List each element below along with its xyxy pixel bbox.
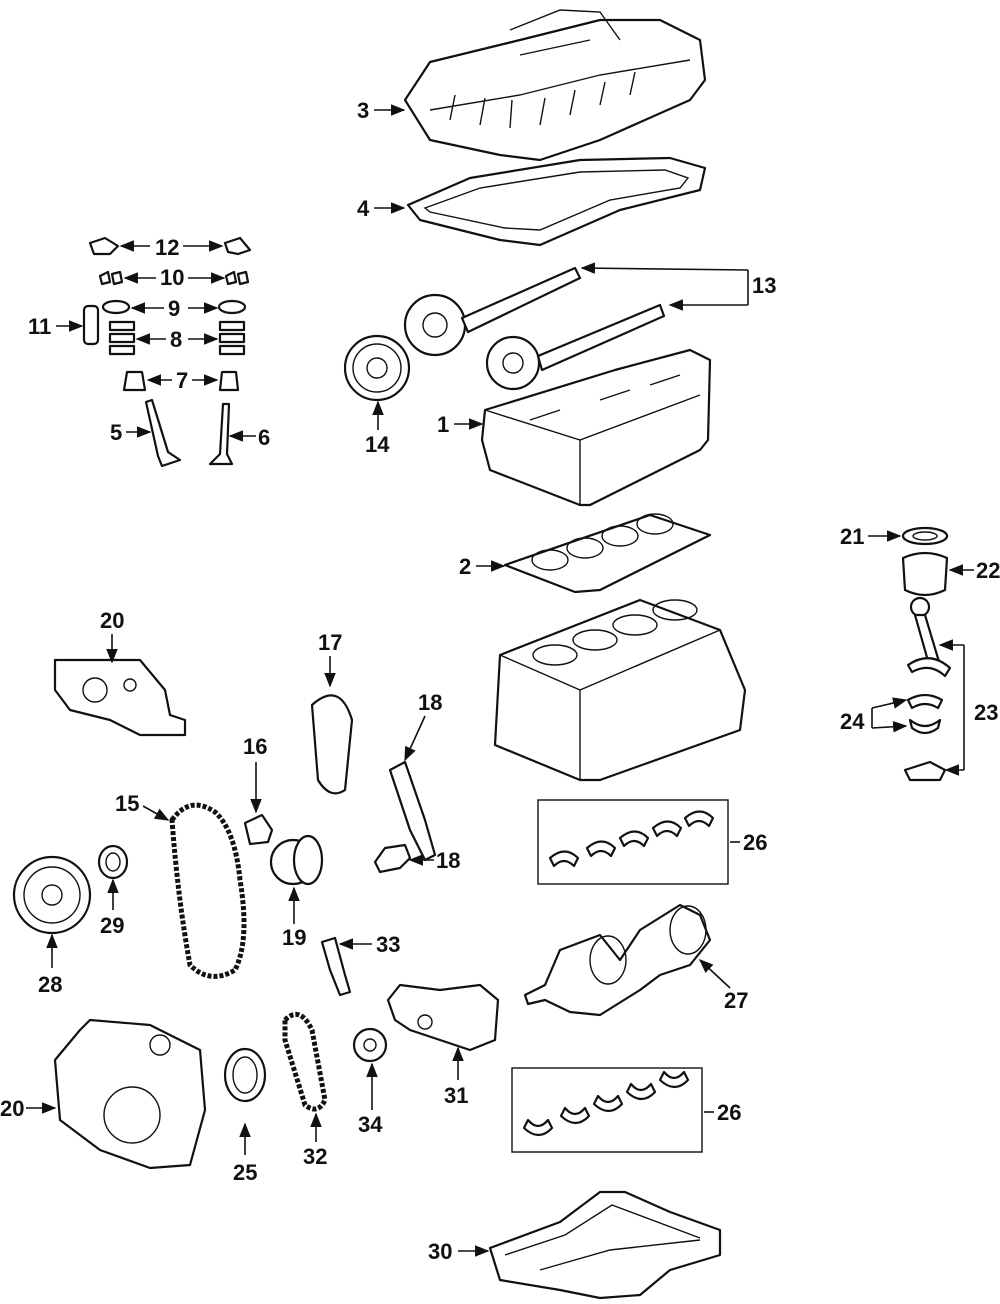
part-spring-retainers[interactable] (101, 299, 247, 315)
callout-2: 2 (459, 554, 471, 579)
part-oil-pump[interactable] (386, 983, 500, 1052)
part-camshafts[interactable] (403, 266, 666, 391)
part-front-seal[interactable] (97, 844, 129, 880)
part-head-gasket[interactable] (503, 513, 712, 594)
callout-3: 3 (357, 98, 369, 123)
callout-18-lower: 18 (436, 848, 460, 873)
part-cover-seal[interactable] (223, 1047, 267, 1103)
callout-25: 25 (233, 1160, 257, 1185)
part-valve-keepers[interactable] (98, 270, 250, 286)
part-connecting-rod[interactable] (903, 596, 952, 782)
part-piston-rings[interactable] (901, 526, 949, 546)
part-crankshaft-pulley[interactable] (12, 855, 92, 935)
part-oil-pump-chain[interactable] (282, 1011, 328, 1112)
part-timing-guide-upper[interactable] (388, 760, 437, 862)
callout-26-upper: 26 (743, 830, 767, 855)
part-front-cover[interactable] (53, 1018, 207, 1170)
callout-26-lower: 26 (717, 1100, 741, 1125)
callout-6: 6 (258, 425, 270, 450)
part-intake-valve[interactable] (144, 398, 182, 468)
callout-32: 32 (303, 1144, 327, 1169)
part-chain-guide[interactable] (310, 694, 354, 795)
callout-14: 14 (365, 432, 390, 457)
callout-1: 1 (437, 412, 449, 437)
part-timing-guide-lower[interactable] (373, 843, 412, 874)
callout-8: 8 (170, 327, 182, 352)
callout-31: 31 (444, 1083, 468, 1108)
callout-19: 19 (282, 925, 306, 950)
callout-23: 23 (974, 700, 998, 725)
part-lash-adjuster[interactable] (82, 304, 100, 346)
callout-28: 28 (38, 972, 62, 997)
part-cam-sprocket[interactable] (343, 334, 411, 402)
callout-24: 24 (840, 709, 865, 734)
bearing-box-upper (537, 799, 729, 885)
part-cylinder-head[interactable] (480, 348, 712, 507)
callout-5: 5 (110, 420, 122, 445)
callout-17: 17 (318, 630, 342, 655)
callout-20-bottom: 20 (0, 1096, 24, 1121)
part-oil-pan[interactable] (488, 1190, 722, 1300)
callout-11: 11 (28, 314, 51, 339)
callout-4: 4 (357, 196, 370, 221)
callout-29: 29 (100, 913, 124, 938)
part-piston[interactable] (901, 551, 949, 597)
part-main-bearings-upper[interactable] (548, 810, 715, 868)
callout-21: 21 (840, 524, 864, 549)
callout-27: 27 (724, 988, 748, 1013)
callout-22: 22 (976, 558, 1000, 583)
callout-30: 30 (428, 1239, 452, 1264)
callout-9: 9 (168, 296, 180, 321)
part-rocker-arms[interactable] (88, 236, 252, 256)
part-timing-chain[interactable] (169, 802, 247, 979)
bearing-box-lower (511, 1067, 703, 1153)
callout-7: 7 (176, 368, 188, 393)
callout-20-top: 20 (100, 608, 124, 633)
part-valve-cover[interactable] (403, 9, 707, 162)
part-oil-pump-sprocket[interactable] (352, 1027, 388, 1063)
part-engine-plate[interactable] (53, 658, 187, 737)
part-cylinder-block[interactable] (493, 598, 747, 782)
part-exhaust-valve[interactable] (208, 402, 234, 466)
callout-10: 10 (160, 265, 184, 290)
callout-12: 12 (155, 235, 179, 260)
callout-33: 33 (376, 932, 400, 957)
part-valve-springs[interactable] (108, 320, 246, 356)
part-main-bearings-lower[interactable] (522, 1070, 690, 1137)
callout-15: 15 (115, 791, 139, 816)
callout-18-upper: 18 (418, 690, 442, 715)
part-crankshaft[interactable] (523, 903, 712, 1017)
part-chain-tensioner[interactable] (243, 813, 274, 846)
part-valve-cover-gasket[interactable] (406, 156, 707, 247)
callout-34: 34 (358, 1112, 383, 1137)
part-valve-seals[interactable] (122, 370, 240, 392)
callout-16: 16 (243, 734, 267, 759)
part-rod-bearings[interactable] (906, 693, 944, 735)
part-crank-sprocket[interactable] (269, 834, 324, 886)
callout-13: 13 (752, 273, 776, 298)
part-tensioner-arm[interactable] (320, 936, 352, 997)
